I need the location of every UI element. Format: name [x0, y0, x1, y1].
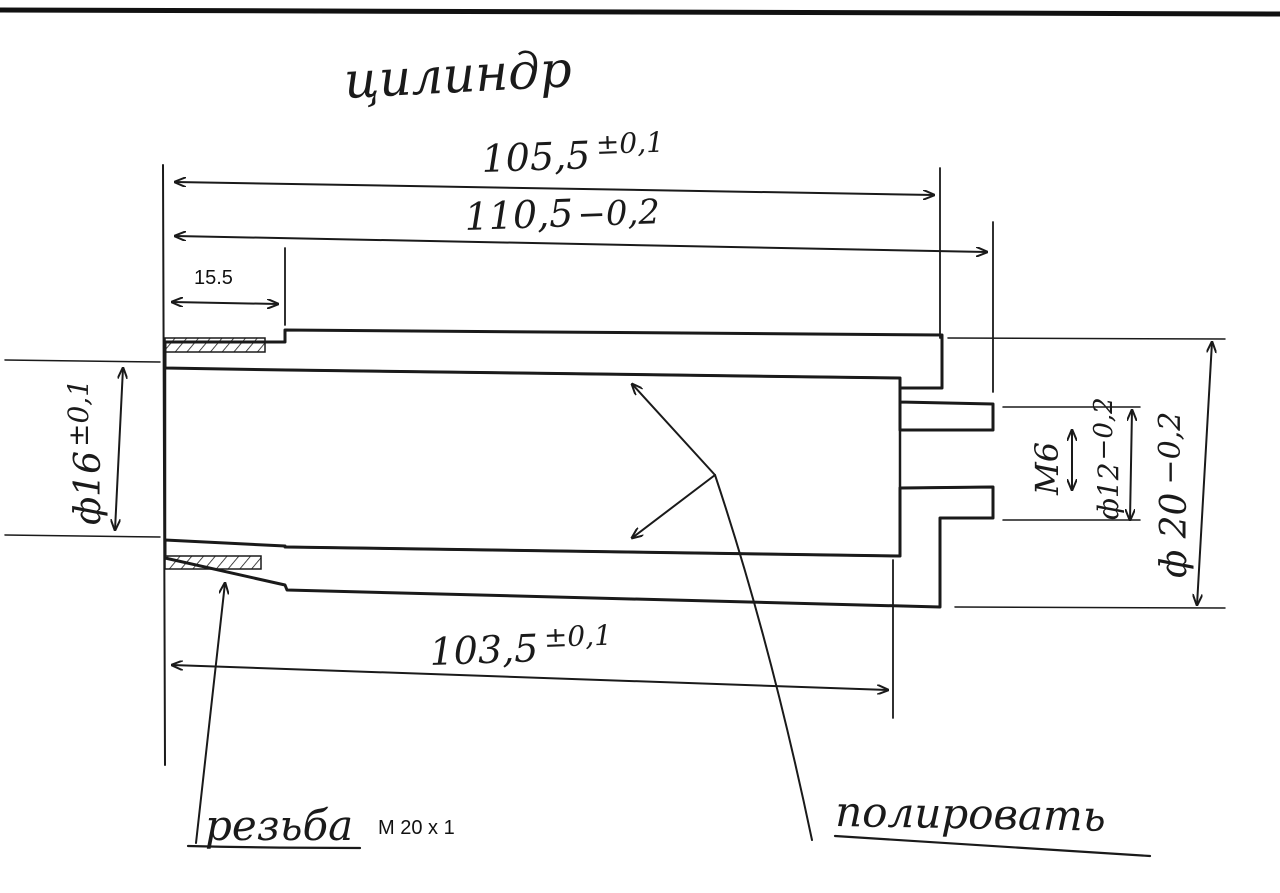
dim-length-total: 110,5−0,2 — [464, 188, 661, 239]
drawing-title: цилиндр — [343, 40, 573, 110]
dim-thread-length: 15.5 — [194, 267, 233, 289]
note-polish-label: полировать — [835, 787, 1106, 841]
dim-length-inner: 103,5±0,1 — [429, 619, 613, 674]
dim-spigot-diameter: ф12−0,2 — [1089, 397, 1125, 520]
dim-bore-diameter: ф16±0,1 — [62, 379, 109, 525]
thread-top-band — [164, 337, 266, 353]
note-thread-label: резьба — [205, 801, 353, 850]
cylinder-section — [163, 328, 995, 609]
dim-outer-diameter: ф 20−0,2 — [1153, 412, 1195, 578]
dimension-lines — [115, 182, 1212, 690]
dim-length-outer: 105,5±0,1 — [481, 126, 665, 181]
dim-hole-thread: M6 — [1028, 442, 1066, 496]
sheet-top-edge — [0, 7, 1280, 17]
leader-lines — [186, 384, 1152, 858]
thread-bottom-band — [164, 555, 262, 570]
note-thread-spec: M 20 x 1 — [378, 817, 455, 839]
